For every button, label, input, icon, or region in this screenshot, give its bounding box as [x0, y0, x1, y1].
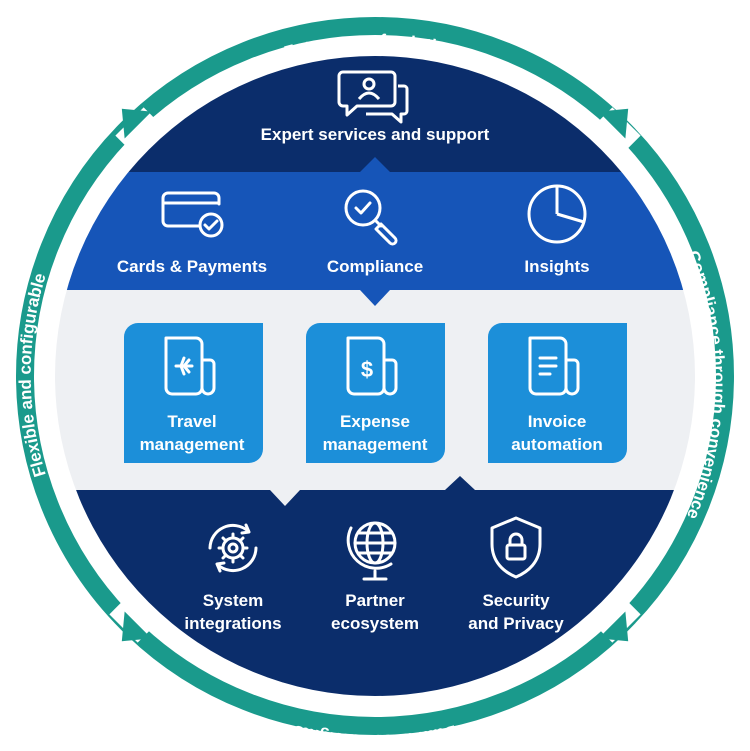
ring-track [16, 17, 734, 735]
document-lines-icon [528, 336, 580, 396]
shield-lock-icon [490, 516, 542, 579]
gear-sync-icon [208, 523, 258, 573]
credit-card-check-icon [161, 191, 224, 238]
partner-label-line1: Partner [345, 591, 405, 610]
document-dollar-icon [346, 336, 398, 396]
pie-chart-icon [527, 184, 587, 244]
ring-arrow-top-right [595, 107, 641, 153]
insights-label: Insights [524, 257, 589, 276]
bottom-band-pointer-right [445, 476, 475, 490]
middle-band-items: Cards & Payments Compliance Insights [117, 184, 590, 276]
middle-band-pointer [360, 157, 390, 172]
product-cards: Travel management $ Expense management I… [124, 323, 627, 463]
bottom-band-items: System integrations Partner ecosystem Se… [184, 516, 564, 633]
top-band-content: Expert services and support [261, 70, 490, 144]
light-band-pointer [360, 290, 390, 306]
ring-label-left: Flexible and configurable [16, 271, 50, 479]
top-band-label: Expert services and support [261, 125, 490, 144]
cards-payments-label: Cards & Payments [117, 257, 267, 276]
card-travel-line1: Travel [167, 412, 216, 431]
ring-arrow-bottom-left [109, 597, 155, 643]
magnifier-check-icon [344, 189, 398, 246]
compliance-label: Compliance [327, 257, 423, 276]
middle-band [55, 172, 695, 290]
card-expense-line2: management [323, 435, 428, 454]
card-travel-line2: management [140, 435, 245, 454]
security-label-line2: and Privacy [468, 614, 564, 633]
globe-icon [346, 521, 397, 581]
bottom-band-pointer-left [270, 490, 300, 506]
chat-person-icon [337, 70, 409, 124]
dollar-sign-icon: $ [361, 357, 373, 382]
system-label-line1: System [203, 591, 263, 610]
document-plane-icon [164, 336, 216, 396]
security-label-line1: Security [482, 591, 550, 610]
ring-arrow-top-left [115, 107, 161, 153]
card-invoice[interactable]: Invoice automation [488, 323, 627, 463]
system-label-line2: integrations [184, 614, 281, 633]
card-expense[interactable]: $ Expense management [306, 323, 445, 463]
card-invoice-line1: Invoice [528, 412, 587, 431]
card-invoice-line2: automation [511, 435, 603, 454]
card-travel[interactable]: Travel management [124, 323, 263, 463]
card-expense-line1: Expense [340, 412, 410, 431]
ring-arrow-bottom-right [595, 597, 641, 643]
partner-label-line2: ecosystem [331, 614, 419, 633]
